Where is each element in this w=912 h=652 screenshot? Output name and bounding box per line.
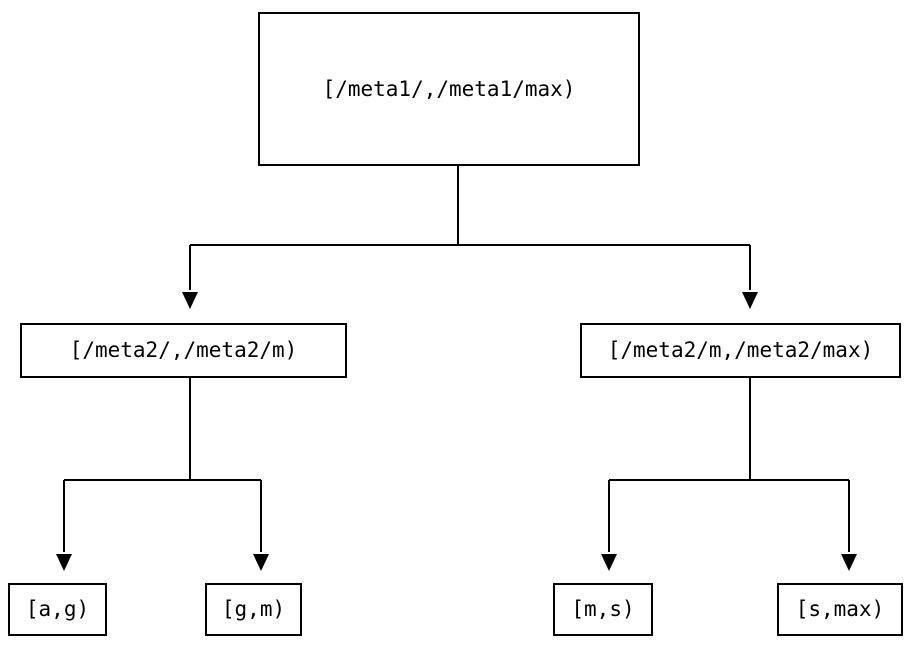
tree-node-mid-left[interactable]: [/meta2/,/meta2/m) (20, 323, 347, 378)
tree-node-leaf-ag[interactable]: [a,g) (8, 583, 107, 636)
arrowhead-to-leaf-ms (601, 554, 617, 571)
tree-node-root[interactable]: [/meta1/,/meta1/max) (258, 12, 640, 166)
tree-node-mid-right[interactable]: [/meta2/m,/meta2/max) (580, 323, 901, 378)
tree-node-root-label: [/meta1/,/meta1/max) (322, 76, 576, 101)
tree-node-mid-left-label: [/meta2/,/meta2/m) (69, 338, 298, 362)
tree-node-leaf-smax[interactable]: [s,max) (777, 583, 903, 636)
tree-node-mid-right-label: [/meta2/m,/meta2/max) (607, 338, 874, 362)
tree-node-leaf-ag-label: [a,g) (25, 597, 90, 621)
tree-node-leaf-gm-label: [g,m) (221, 597, 286, 621)
tree-node-leaf-ms-label: [m,s) (571, 597, 635, 621)
tree-node-leaf-smax-label: [s,max) (795, 597, 885, 621)
arrowhead-to-mid-left (182, 292, 198, 309)
tree-node-leaf-gm[interactable]: [g,m) (205, 583, 302, 636)
tree-node-leaf-ms[interactable]: [m,s) (553, 583, 653, 636)
arrowhead-to-mid-right (742, 292, 758, 309)
arrowhead-to-leaf-gm (253, 554, 269, 571)
arrowhead-to-leaf-smax (841, 554, 857, 571)
arrowhead-to-leaf-ag (56, 554, 72, 571)
